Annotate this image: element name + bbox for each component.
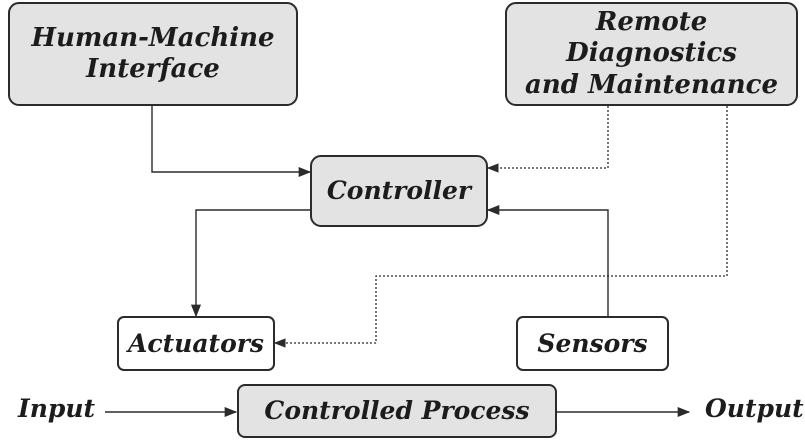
- edge-remote-to-actuators: [273, 106, 728, 348]
- node-remote-diagnostics: Remote Diagnostics and Maintenance: [505, 2, 798, 106]
- node-controlled-process: Controlled Process: [237, 384, 557, 438]
- edge-hmi-to-controller: [151, 106, 312, 178]
- node-actuators: Actuators: [117, 316, 275, 371]
- edge-sensors-to-controller: [486, 204, 609, 316]
- node-controller: Controller: [310, 155, 488, 227]
- edge-remote-to-controller: [486, 106, 609, 173]
- input-label: Input: [18, 394, 96, 423]
- output-label: Output: [705, 394, 804, 423]
- edge-controller-to-actuators: [190, 209, 310, 318]
- node-human-machine-interface: Human-Machine Interface: [8, 2, 298, 106]
- node-sensors: Sensors: [516, 316, 669, 371]
